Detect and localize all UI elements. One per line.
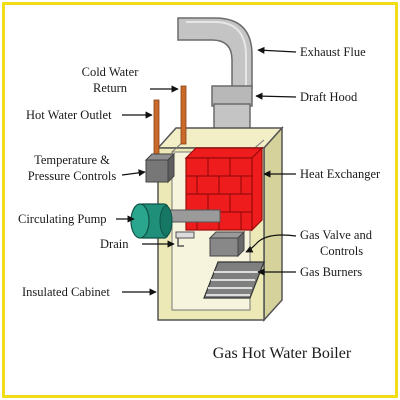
circulating-pump (130, 203, 221, 239)
label-heat-exchanger: Heat Exchanger (300, 167, 381, 181)
label-cold-water-line2: Return (93, 81, 128, 95)
label-draft-hood: Draft Hood (300, 90, 358, 104)
gas-valve-controls (208, 230, 246, 258)
arrow-temperature-controls (121, 169, 146, 177)
temperature-pressure-controls (144, 152, 176, 184)
drain-valve (175, 231, 195, 247)
arrow-gas-valve (245, 234, 297, 253)
arrow-draft-hood (255, 92, 297, 100)
label-temperature-line2: Pressure Controls (28, 169, 117, 183)
water-pipes (153, 85, 187, 159)
label-gas-burners: Gas Burners (300, 265, 362, 279)
arrow-exhaust-flue (257, 46, 297, 54)
label-temperature-line1: Temperature & (34, 153, 110, 167)
label-gas-valve-line1: Gas Valve and (300, 228, 373, 242)
label-gas-valve-line2: Controls (320, 244, 363, 258)
label-cold-water-line1: Cold Water (82, 65, 140, 79)
label-hot-water-outlet: Hot Water Outlet (26, 108, 112, 122)
gas-burners (203, 261, 265, 299)
callout-arrows (116, 46, 297, 296)
label-circulating-pump: Circulating Pump (18, 212, 107, 226)
label-exhaust-flue: Exhaust Flue (300, 45, 366, 59)
label-drain: Drain (100, 237, 129, 251)
diagram-caption: Gas Hot Water Boiler (213, 345, 352, 362)
exhaust-flue (177, 17, 253, 89)
label-insulated-cabinet: Insulated Cabinet (22, 285, 110, 299)
